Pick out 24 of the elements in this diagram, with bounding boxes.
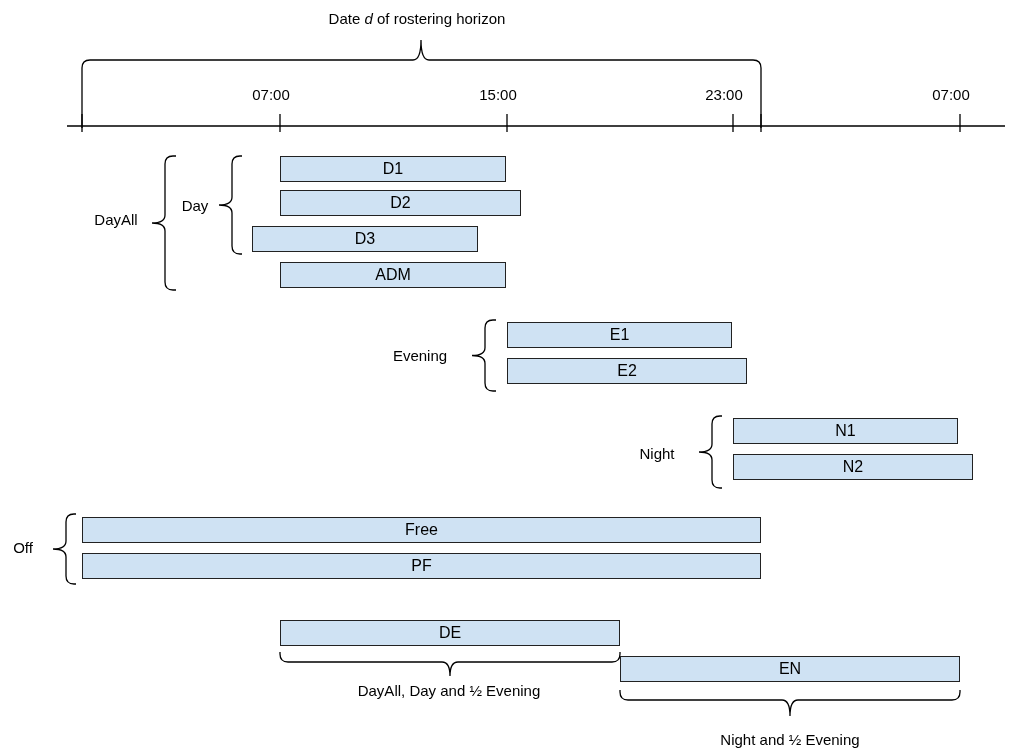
shift-bar: PF (82, 553, 761, 579)
shift-bar: E1 (507, 322, 732, 348)
group-label: Night and ½ Evening (720, 730, 860, 748)
tick-label: 07:00 (252, 85, 290, 103)
group-label: Evening (392, 346, 448, 364)
group-label: Night (639, 444, 675, 462)
group-label: DayAll (94, 210, 138, 228)
shift-bar: ADM (280, 262, 506, 288)
tick-label: 23:00 (705, 85, 743, 103)
shift-bar: N1 (733, 418, 958, 444)
title: Date d of rostering horizon (328, 9, 506, 27)
shift-bar: E2 (507, 358, 747, 384)
shift-bar: D3 (252, 226, 478, 252)
group-label: Off (13, 538, 33, 556)
tick-label: 15:00 (479, 85, 517, 103)
shift-bar: N2 (733, 454, 973, 480)
shift-bar: DE (280, 620, 620, 646)
tick-label: 07:00 (932, 85, 970, 103)
group-label: DayAll, Day and ½ Evening (357, 681, 541, 699)
shift-bar: EN (620, 656, 960, 682)
shift-bar: D1 (280, 156, 506, 182)
group-label: Day (181, 196, 209, 214)
shift-bar: Free (82, 517, 761, 543)
shift-bar: D2 (280, 190, 521, 216)
